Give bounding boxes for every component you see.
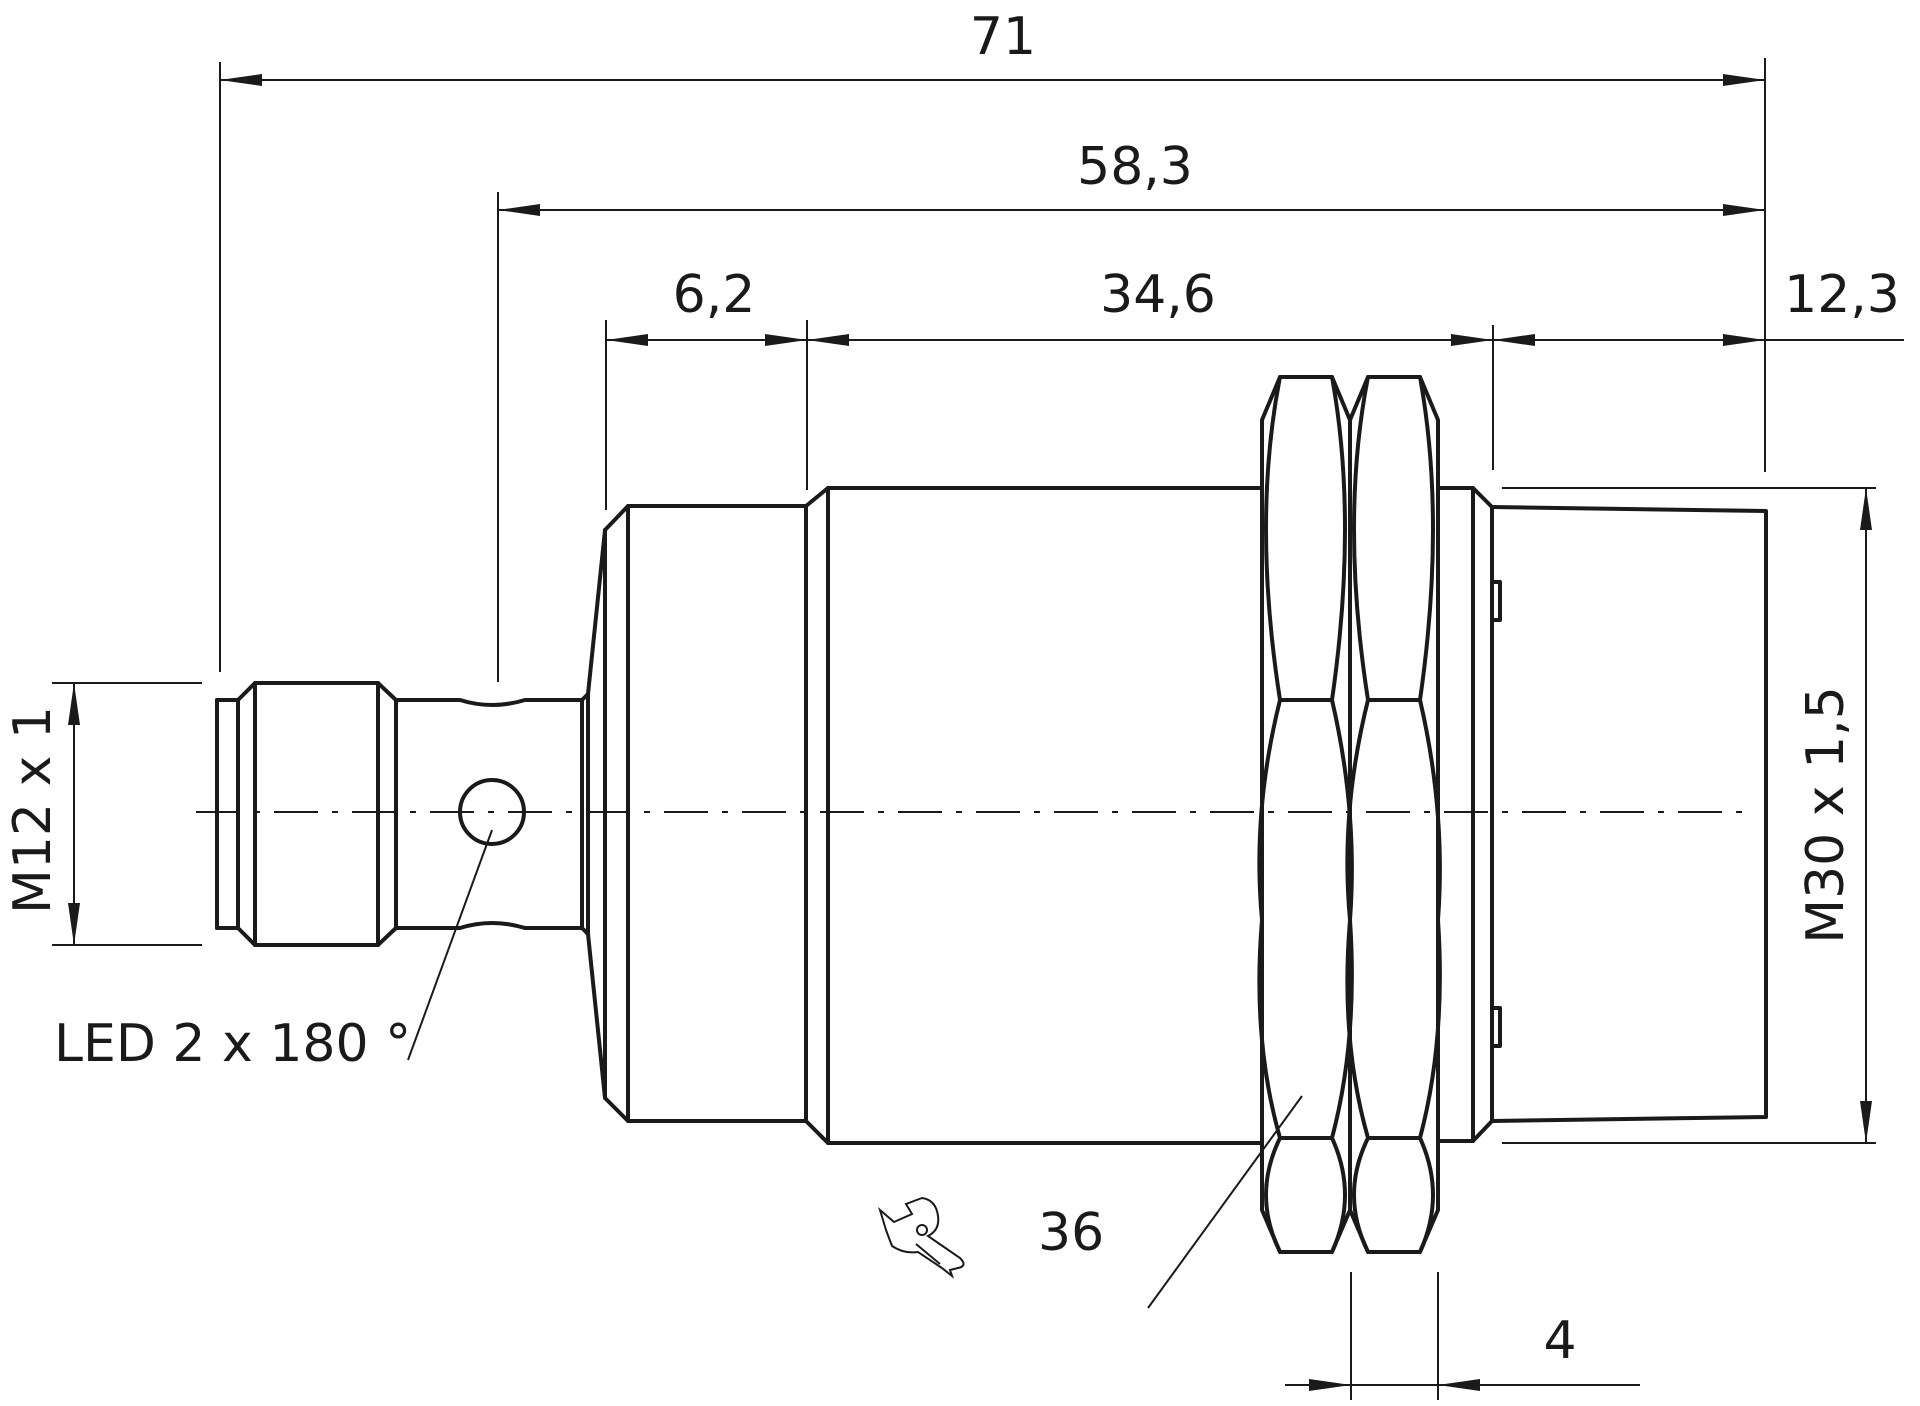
dim-label-71: 71	[970, 7, 1036, 67]
led-label: LED 2 x 180 °	[54, 1014, 411, 1074]
dim-label-58-3: 58,3	[1077, 137, 1193, 197]
wrench-icon	[878, 1196, 965, 1279]
dimension-m30: M30 x 1,5	[1796, 488, 1872, 1143]
dimension-58-3: 58,3	[498, 137, 1765, 216]
wrench-size-label: 36	[1038, 1203, 1104, 1263]
extension-lines	[52, 58, 1904, 1400]
dim-label-34-6: 34,6	[1100, 265, 1216, 325]
dimension-nut-4: 4	[1285, 1311, 1640, 1391]
led-leader-line	[407, 829, 493, 1061]
led-indicator	[458, 778, 526, 846]
sensor-housing	[586, 486, 1768, 1145]
dimension-12-3: 12,3	[1493, 265, 1900, 346]
mounting-nut-right	[1345, 375, 1442, 1254]
dim-label-nut-thickness: 4	[1543, 1311, 1576, 1371]
dim-label-12-3: 12,3	[1784, 265, 1900, 325]
dimension-34-6: 34,6	[807, 265, 1493, 346]
nut-leader-line	[1147, 1095, 1303, 1309]
dim-label-m12-thread: M12 x 1	[3, 706, 63, 914]
dim-label-m30-thread: M30 x 1,5	[1796, 686, 1856, 944]
dimension-m12: M12 x 1	[3, 683, 80, 945]
dimension-6-2: 6,2	[606, 265, 807, 346]
dim-label-6-2: 6,2	[673, 265, 756, 325]
mounting-nut-left	[1257, 375, 1354, 1254]
m12-connector	[215, 681, 590, 947]
dimension-overall-71: 71	[220, 7, 1765, 86]
